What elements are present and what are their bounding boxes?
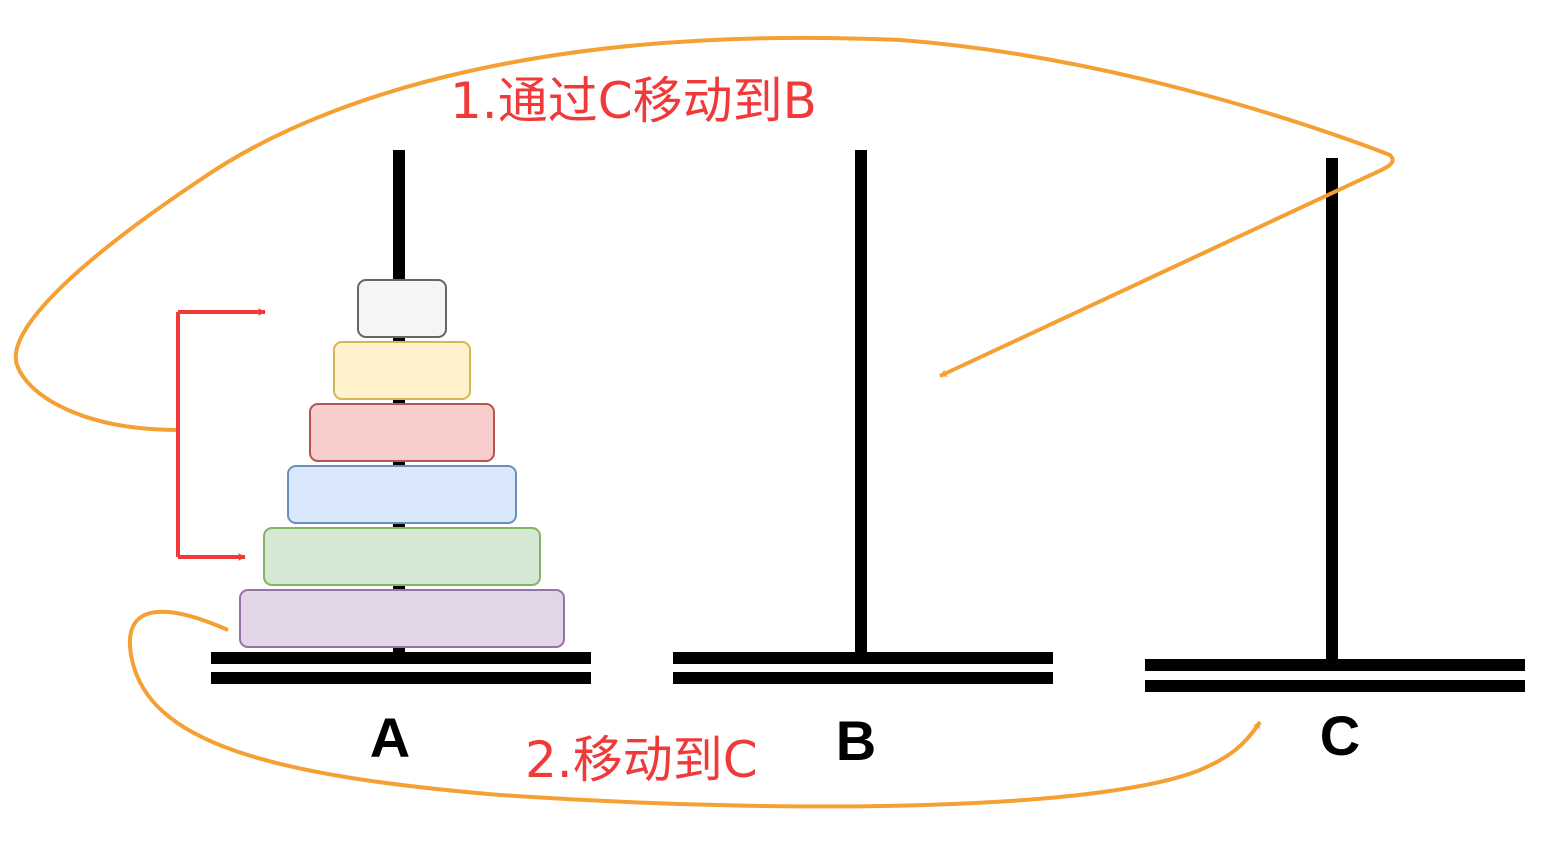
step1-label: 1.通过C移动到B xyxy=(450,72,817,130)
curve-arrow-step2 xyxy=(127,609,1262,809)
peg-a-base-top xyxy=(211,652,591,664)
curve-arrow-step1 xyxy=(13,35,1395,432)
disk-3 xyxy=(309,403,495,462)
peg-a-label: A xyxy=(370,706,410,769)
disk-4 xyxy=(287,465,517,524)
disk-5 xyxy=(263,527,541,586)
peg-c-base-top xyxy=(1145,659,1525,671)
peg-b-base-bottom xyxy=(673,672,1053,684)
step2-label: 2.移动到C xyxy=(525,731,758,789)
disk-6-largest xyxy=(239,589,565,648)
peg-c xyxy=(1145,158,1525,692)
peg-a-disks xyxy=(239,279,565,648)
peg-b-label: B xyxy=(836,709,876,772)
peg-c-label: C xyxy=(1320,704,1360,767)
peg-c-base-bottom xyxy=(1145,680,1525,692)
disk-1-smallest xyxy=(357,279,447,338)
peg-c-pole xyxy=(1326,158,1338,666)
peg-b xyxy=(673,150,1053,684)
peg-b-pole xyxy=(855,150,867,658)
peg-a-base-bottom xyxy=(211,672,591,684)
disk-2 xyxy=(333,341,471,400)
peg-b-base-top xyxy=(673,652,1053,664)
